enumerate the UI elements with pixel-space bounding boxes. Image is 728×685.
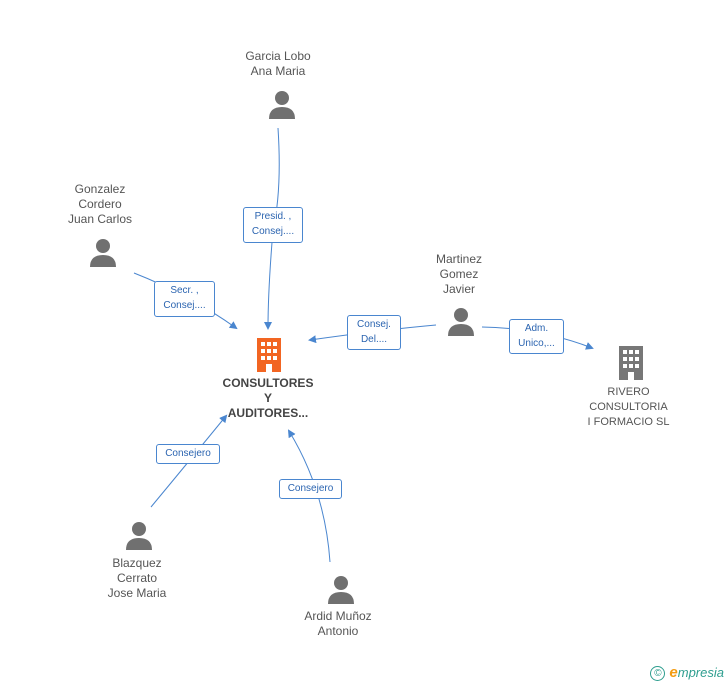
brand-name: mpresia <box>677 664 724 680</box>
edge-label-ardid[interactable]: Consejero <box>279 479 342 499</box>
person-label-martinez[interactable]: Martinez Gomez Javier <box>435 252 482 296</box>
person-icon[interactable] <box>446 306 476 336</box>
building-icon-main[interactable] <box>255 338 283 372</box>
person-icon[interactable] <box>124 520 154 550</box>
side-company-label[interactable]: RIVERO CONSULTORIA I FORMACIO SL <box>587 386 670 428</box>
edge-label-gonzalez[interactable]: Secr. , Consej.... <box>154 281 215 317</box>
person-icon[interactable] <box>326 574 356 604</box>
person-label-blazquez[interactable]: Blazquez Cerrato Jose Maria <box>107 556 167 600</box>
edge-label-martinez-main[interactable]: Consej. Del.... <box>347 315 401 350</box>
edge-label-blazquez[interactable]: Consejero <box>156 444 220 464</box>
brand-initial: e <box>669 663 678 681</box>
person-label-ardid[interactable]: Ardid Muñoz Antonio <box>304 609 372 638</box>
main-company-label[interactable]: CONSULTORES Y AUDITORES... <box>222 376 314 420</box>
building-icon-side[interactable] <box>617 346 645 380</box>
edge-label-martinez-side[interactable]: Adm. Unico,... <box>509 319 564 354</box>
person-label-garcia[interactable]: Garcia Lobo Ana Maria <box>245 49 311 78</box>
person-icon[interactable] <box>267 89 297 119</box>
edge-label-garcia[interactable]: Presid. , Consej.... <box>243 207 303 243</box>
footer-brand: ©empresia <box>650 664 724 681</box>
person-label-gonzalez[interactable]: Gonzalez Cordero Juan Carlos <box>67 182 133 226</box>
person-icon[interactable] <box>88 237 118 267</box>
copyright-icon: © <box>650 666 666 681</box>
